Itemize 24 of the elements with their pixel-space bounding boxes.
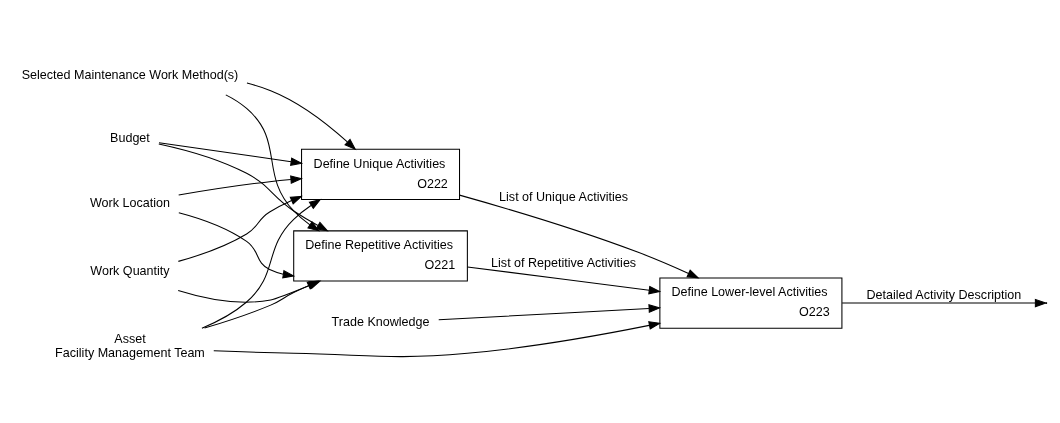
node-text: Work Quantity — [90, 263, 170, 278]
arrow — [225, 94, 321, 232]
edge-label: Detailed Activity Description — [866, 288, 1022, 303]
node-text: Selected Maintenance Work Method(s) — [21, 68, 239, 83]
arrow — [466, 266, 662, 295]
node-box: Define Unique Activities O222 — [301, 148, 461, 200]
arrow — [178, 212, 296, 279]
arrow — [213, 321, 662, 358]
node-text: Trade Knowledge — [331, 315, 430, 330]
arrow — [841, 298, 1048, 308]
node-box: Define Lower-level Activities O223 — [659, 277, 843, 329]
arrow — [158, 143, 329, 232]
arrow — [459, 194, 700, 279]
node-text: Budget — [110, 131, 150, 146]
arrow — [158, 142, 304, 166]
edge-label: List of Unique Activities — [499, 190, 629, 205]
arrow — [178, 175, 303, 196]
arrow — [177, 195, 303, 262]
node-box: Define Repetitive Activities O221 — [293, 230, 468, 282]
edge-label: List of Repetitive Activities — [491, 256, 637, 271]
node-text: Work Location — [89, 195, 170, 210]
arrow — [246, 82, 357, 151]
arrow — [438, 304, 662, 321]
node-text: Asset Facility Management Team — [55, 332, 205, 361]
